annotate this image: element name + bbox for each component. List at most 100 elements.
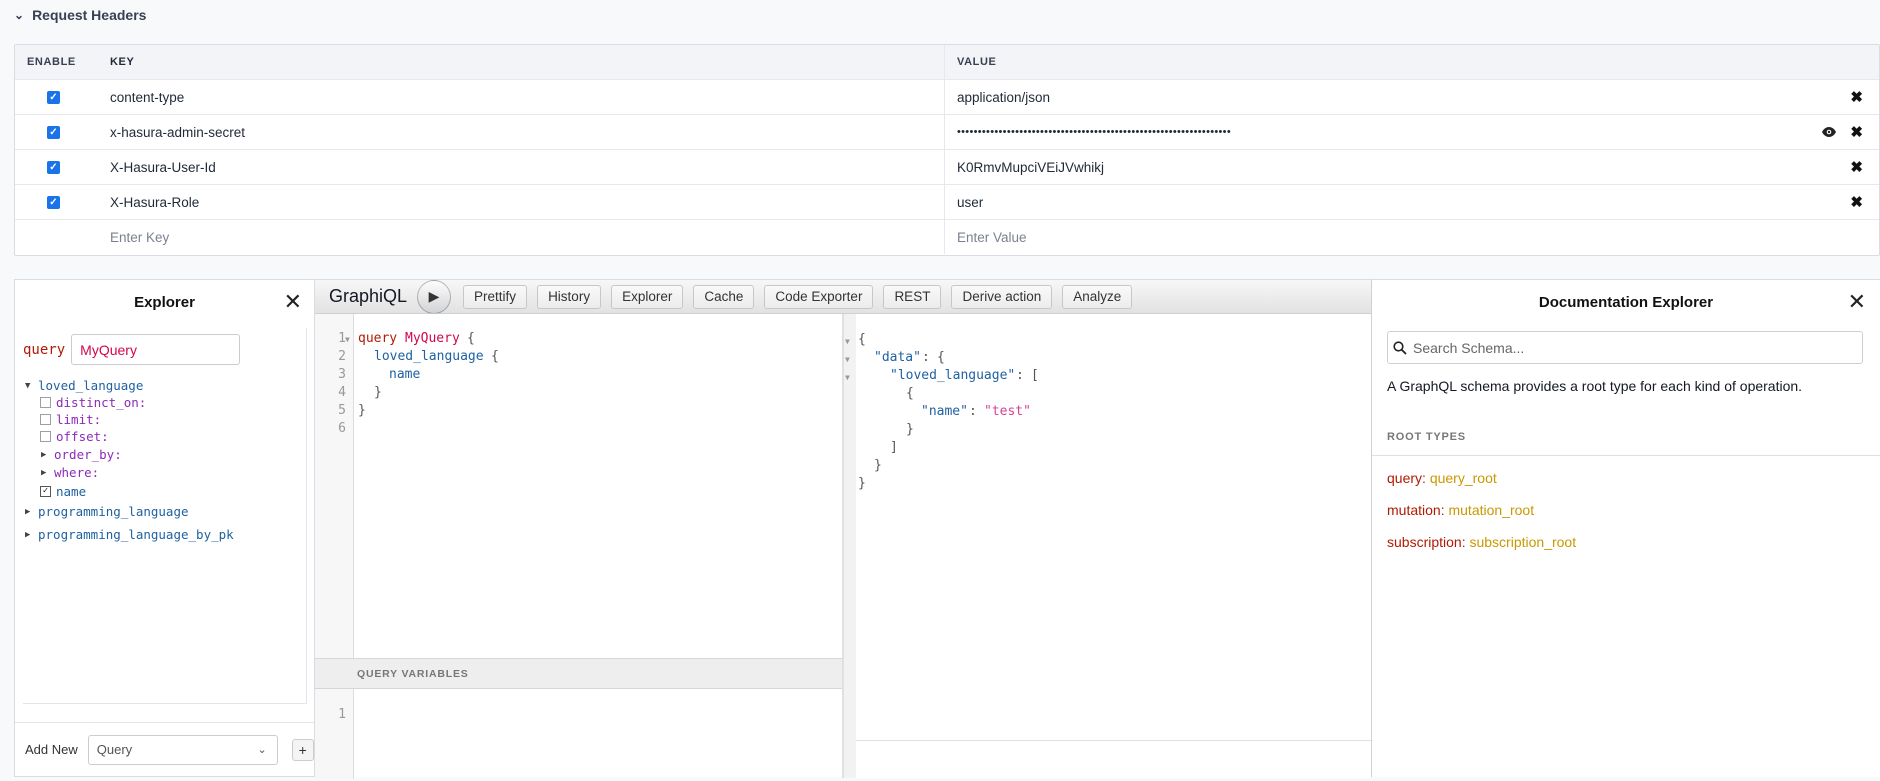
header-value[interactable]: ••••••••••••••••••••••••••••••••••••••••… — [957, 126, 1231, 138]
code-token: loved_language — [374, 349, 484, 364]
analyze-button[interactable]: Analyze — [1062, 284, 1133, 309]
root-type-mutation: mutation: mutation_root — [1387, 502, 1535, 518]
code-token: query — [358, 331, 398, 346]
line-gutter — [315, 689, 354, 779]
header-key[interactable]: content-type — [92, 80, 945, 114]
remove-header-icon[interactable]: ✖ — [1850, 89, 1863, 106]
play-icon: ▶ — [428, 288, 440, 304]
json-token: "loved_language" — [890, 368, 1016, 383]
show-secret-eye-icon[interactable] — [1822, 127, 1837, 137]
header-key[interactable]: X-Hasura-User-Id — [92, 150, 945, 184]
header-key[interactable]: X-Hasura-Role — [92, 185, 945, 219]
checkbox-icon — [40, 397, 51, 408]
tree-item-where[interactable]: ▶ where: — [41, 465, 100, 480]
json-token: "data" — [874, 350, 921, 365]
header-value[interactable]: application/json — [957, 89, 1051, 105]
add-operation-button[interactable]: + — [291, 738, 314, 761]
graphiql-toolbar: GraphiQL ▶ Prettify History Explorer Cac… — [315, 279, 1371, 314]
schema-search-input[interactable]: Search Schema... — [1387, 331, 1863, 364]
history-button[interactable]: History — [537, 284, 602, 309]
tree-item-offset[interactable]: offset: — [40, 429, 109, 444]
checkbox-icon — [40, 431, 51, 442]
code-token: MyQuery — [405, 331, 460, 346]
request-headers-toggle[interactable]: ⌄ Request Headers — [14, 4, 146, 26]
chevron-down-icon: ⌄ — [257, 744, 267, 756]
tree-item-programming-language-by-pk[interactable]: ▶ programming_language_by_pk — [25, 527, 234, 542]
root-types-heading: ROOT TYPES — [1387, 431, 1466, 443]
prettify-button[interactable]: Prettify — [463, 284, 528, 309]
close-icon[interactable]: ✕ — [1847, 289, 1866, 314]
json-token: : — [1016, 368, 1024, 383]
json-token: "test" — [984, 404, 1031, 419]
docs-title: Documentation Explorer — [1538, 293, 1714, 311]
tree-item-programming-language[interactable]: ▶ programming_language — [25, 504, 189, 519]
code-token: } — [374, 385, 382, 400]
operation-name-input[interactable]: MyQuery — [71, 334, 241, 365]
root-type-link[interactable]: mutation_root — [1448, 502, 1535, 518]
query-variables-header[interactable]: QUERY VARIABLES — [315, 659, 842, 689]
table-row: ✓ X-Hasura-User-Id K0RmvMupciVEiJVwhikj … — [15, 149, 1879, 184]
root-type-link[interactable]: query_root — [1429, 470, 1497, 486]
root-type-link[interactable]: subscription_root — [1469, 534, 1577, 550]
root-type-subscription: subscription: subscription_root — [1387, 534, 1577, 550]
query-variables-panel: QUERY VARIABLES 1 — [315, 658, 843, 779]
json-token: { — [858, 332, 866, 347]
rest-button[interactable]: REST — [883, 284, 942, 309]
fold-icon[interactable]: ▼ — [845, 337, 850, 346]
close-icon[interactable]: ✕ — [283, 289, 302, 314]
checked-checkbox-icon: ✓ — [40, 486, 51, 497]
new-header-row: Enter Key Enter Value — [15, 219, 1879, 254]
run-query-button[interactable]: ▶ — [417, 279, 452, 314]
enable-checkbox[interactable]: ✓ — [47, 195, 60, 209]
json-token: { — [937, 350, 945, 365]
tree-item-name[interactable]: ✓ name — [40, 484, 86, 499]
enable-checkbox[interactable]: ✓ — [47, 125, 60, 139]
add-new-operation-bar: Add New Query ⌄ + — [15, 722, 314, 776]
cache-button[interactable]: Cache — [693, 284, 755, 309]
json-token: [ — [1031, 368, 1039, 383]
tree-item-loved-language[interactable]: ▼ loved_language — [25, 378, 144, 393]
graphiql-pane: GraphiQL ▶ Prettify History Explorer Cac… — [315, 279, 1372, 779]
header-value[interactable]: K0RmvMupciVEiJVwhikj — [957, 159, 1105, 175]
fold-icon[interactable]: ▼ — [345, 335, 350, 344]
explorer-panel: Explorer ✕ query MyQuery ▼ loved_languag… — [14, 279, 315, 777]
remove-header-icon[interactable]: ✖ — [1850, 194, 1863, 211]
header-value[interactable]: user — [957, 194, 984, 210]
json-token: } — [858, 476, 866, 491]
request-headers-title: Request Headers — [32, 7, 147, 23]
result-viewer: ▼ ▼ ▼ { "data" : { "loved_language" : [ … — [843, 314, 1372, 778]
remove-header-icon[interactable]: ✖ — [1850, 159, 1863, 176]
fold-icon[interactable]: ▼ — [845, 373, 850, 382]
operation-type-select[interactable]: Query ⌄ — [87, 734, 278, 765]
checkbox-icon — [40, 414, 51, 425]
line-gutter — [315, 314, 354, 658]
tree-item-distinct-on[interactable]: distinct_on: — [40, 395, 146, 410]
search-placeholder: Search Schema... — [1413, 339, 1525, 356]
code-exporter-button[interactable]: Code Exporter — [764, 284, 874, 309]
tree-item-order-by[interactable]: ▶ order_by: — [41, 447, 122, 462]
json-token: { — [906, 386, 914, 401]
remove-header-icon[interactable]: ✖ — [1850, 124, 1863, 141]
new-value-input[interactable]: Enter Value — [957, 229, 1027, 245]
json-token: : — [922, 350, 930, 365]
explorer-button[interactable]: Explorer — [611, 284, 684, 309]
enable-checkbox[interactable]: ✓ — [47, 160, 60, 174]
caret-right-icon: ▶ — [25, 529, 31, 540]
fold-icon[interactable]: ▼ — [845, 355, 850, 364]
enable-checkbox[interactable]: ✓ — [47, 90, 60, 104]
new-key-input[interactable]: Enter Key — [92, 220, 945, 254]
json-token: ] — [890, 440, 898, 455]
code-token: { — [467, 331, 475, 346]
table-row: ✓ x-hasura-admin-secret ••••••••••••••••… — [15, 114, 1879, 149]
json-token: "name" — [921, 404, 968, 419]
documentation-explorer: Documentation Explorer ✕ Search Schema..… — [1371, 279, 1880, 777]
value-column-header: VALUE — [957, 56, 997, 68]
tree-item-limit[interactable]: limit: — [40, 412, 101, 427]
header-key[interactable]: x-hasura-admin-secret — [92, 115, 945, 149]
result-footer — [856, 740, 1372, 778]
table-header: ENABLE KEY VALUE — [15, 45, 1879, 79]
query-editor[interactable]: 1 ▼ 2 3 4 5 6 query MyQuery { loved_lang… — [315, 314, 843, 658]
derive-action-button[interactable]: Derive action — [951, 284, 1053, 309]
code-token: name — [389, 367, 421, 382]
divider — [1372, 455, 1880, 456]
